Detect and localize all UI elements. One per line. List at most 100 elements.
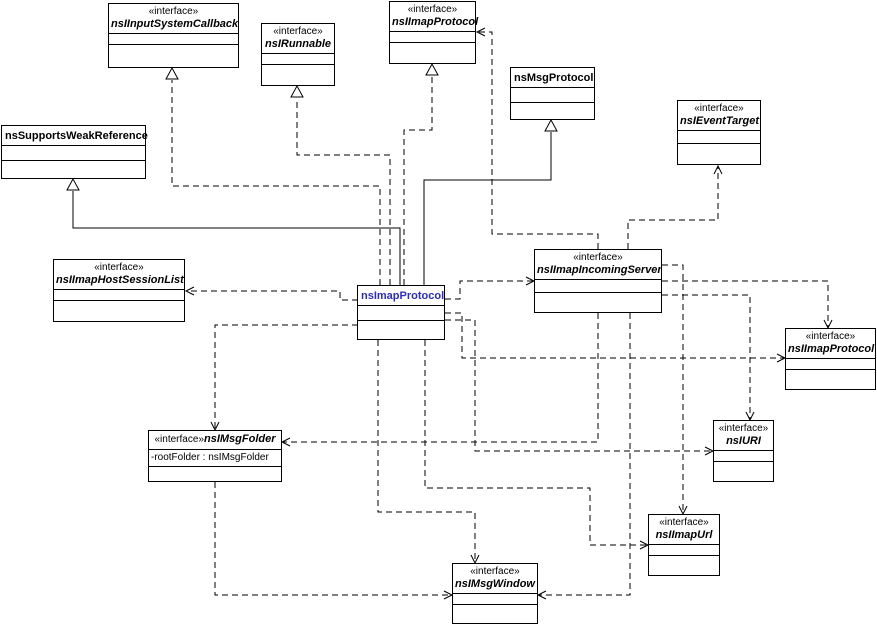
realization-arrowhead xyxy=(165,66,179,80)
class-nsIImapHostSessionList[interactable]: «interface»nsIImapHostSessionList xyxy=(53,259,185,322)
attributes-compartment xyxy=(358,306,444,321)
class-name: nsImapProtocol xyxy=(361,290,445,302)
realization-arrowhead xyxy=(425,62,439,76)
attributes-compartment xyxy=(453,594,537,605)
stereotype-label: «interface» xyxy=(718,423,769,434)
stereotype-label: «interface» xyxy=(407,4,458,15)
operations-compartment xyxy=(358,321,444,331)
attributes-compartment xyxy=(535,280,661,293)
class-nsIImapProtocol-right[interactable]: «interface»nsIImapProtocol xyxy=(785,328,876,390)
generalization-msgprotocol xyxy=(423,132,552,285)
attributes-compartment: -rootFolder : nsIMsgFolder xyxy=(149,450,281,467)
attributes-compartment xyxy=(649,545,719,556)
realization-arrowhead xyxy=(290,84,304,98)
stereotype-label: «interface» xyxy=(470,566,520,577)
stereotype-label: «interface» xyxy=(154,434,204,445)
stereotype-label: «interface» xyxy=(805,331,856,342)
dependency-incoming-to-imapprotocol xyxy=(477,31,599,249)
class-nsIEventTarget[interactable]: «interface»nsIEventTarget xyxy=(677,100,761,165)
dependency-to-msgfolder xyxy=(214,324,358,430)
dependency-arrowhead xyxy=(536,590,547,600)
attributes-compartment xyxy=(2,146,145,161)
operations-compartment xyxy=(511,103,594,113)
realization-imapprotocol xyxy=(403,76,433,285)
attributes-compartment xyxy=(714,451,773,462)
class-name: nsIImapProtocol xyxy=(788,343,875,355)
attributes-compartment xyxy=(678,131,760,144)
dependency-incoming-to-uri xyxy=(662,294,751,420)
stereotype-label: «interface» xyxy=(659,517,709,528)
operations-compartment xyxy=(262,65,334,75)
operations-compartment xyxy=(453,605,537,615)
dependency-hostsessionlist xyxy=(186,290,358,301)
dependency-to-imapurl xyxy=(424,340,648,546)
dependency-incomingserver xyxy=(445,280,534,300)
dependency-incoming-to-msgwindow xyxy=(538,313,631,596)
class-nsIInputSystemCallback[interactable]: «interface»nsIInputSystemCallback xyxy=(108,3,239,68)
class-nsIMsgWindow[interactable]: «interface»nsIMsgWindow xyxy=(452,563,538,624)
dependency-to-uri xyxy=(445,319,713,452)
generalization-arrowhead xyxy=(66,177,80,191)
realization-runnable xyxy=(296,98,391,285)
operations-compartment xyxy=(535,293,661,303)
stereotype-label: «interface» xyxy=(148,6,199,17)
class-name: nsIRunnable xyxy=(264,38,331,50)
class-nsIImapIncomingServer[interactable]: «interface»nsIImapIncomingServer xyxy=(534,249,662,313)
class-name: nsSupportsWeakReference xyxy=(5,130,148,142)
dependency-incoming-to-imapprotocol-right xyxy=(662,280,829,328)
stereotype-label: «interface» xyxy=(573,252,623,263)
attributes-compartment xyxy=(54,290,184,301)
attributes-compartment xyxy=(390,32,475,43)
class-name: nsIURI xyxy=(726,435,761,447)
class-nsSupportsWeakReference[interactable]: nsSupportsWeakReference xyxy=(1,125,148,179)
stereotype-label: «interface» xyxy=(273,26,323,37)
attribute-rootFolder: -rootFolder : nsIMsgFolder xyxy=(151,452,269,463)
dependency-arrowhead xyxy=(713,164,723,175)
dependency-arrowhead xyxy=(475,27,486,37)
operations-compartment xyxy=(390,43,475,53)
class-name: nsIMsgWindow xyxy=(455,578,535,590)
dependency-to-msgwindow xyxy=(377,340,476,563)
class-name: nsIImapUrl xyxy=(655,529,713,541)
class-nsIRunnable[interactable]: «interface»nsIRunnable xyxy=(261,23,335,86)
dependency-arrowhead xyxy=(184,286,195,296)
dependency-msgfolder-to-msgwindow xyxy=(214,482,452,596)
class-name: nsIImapProtocol xyxy=(392,16,479,28)
operations-compartment xyxy=(714,462,773,472)
class-name: nsIEventTarget xyxy=(680,115,760,127)
operations-compartment xyxy=(109,45,238,55)
operations-compartment xyxy=(678,144,760,154)
realization-inputsystemcallback xyxy=(171,80,381,285)
class-name: nsIInputSystemCallback xyxy=(111,18,239,30)
operations-compartment xyxy=(2,161,145,171)
attributes-compartment xyxy=(109,34,238,45)
generalization-supportsweakref xyxy=(72,191,401,285)
dependency-incoming-to-eventtarget xyxy=(627,166,719,249)
stereotype-label: «interface» xyxy=(694,103,744,114)
class-name: nsIImapHostSessionList xyxy=(56,274,184,286)
dependency-arrowhead xyxy=(280,437,291,447)
class-nsImapProtocol[interactable]: nsImapProtocol xyxy=(357,285,445,340)
operations-compartment xyxy=(54,301,184,311)
operations-compartment xyxy=(786,370,875,380)
class-nsIImapProtocol-top[interactable]: «interface»nsIImapProtocol xyxy=(389,1,479,64)
operations-compartment xyxy=(149,467,281,477)
class-nsIImapUrl[interactable]: «interface»nsIImapUrl xyxy=(648,514,720,576)
dependency-incoming-to-msgfolder xyxy=(282,313,599,443)
dependency-incoming-to-imapurl xyxy=(662,264,684,514)
stereotype-label: «interface» xyxy=(94,262,144,273)
dependency-to-imapprotocol-right xyxy=(445,312,785,359)
attributes-compartment xyxy=(511,88,594,103)
class-nsMsgProtocol[interactable]: nsMsgProtocol xyxy=(510,67,595,120)
class-name: nsMsgProtocol xyxy=(514,72,594,84)
class-nsIMsgFolder[interactable]: «interface»nsIMsgFolder -rootFolder : ns… xyxy=(148,430,282,482)
attributes-compartment xyxy=(786,359,875,370)
class-name: nsIImapIncomingServer xyxy=(537,264,662,276)
class-nsIURI[interactable]: «interface»nsIURI xyxy=(713,420,774,482)
operations-compartment xyxy=(649,556,719,566)
generalization-arrowhead xyxy=(544,118,558,132)
class-name: nsIMsgFolder xyxy=(203,433,276,445)
attributes-compartment xyxy=(262,54,334,65)
